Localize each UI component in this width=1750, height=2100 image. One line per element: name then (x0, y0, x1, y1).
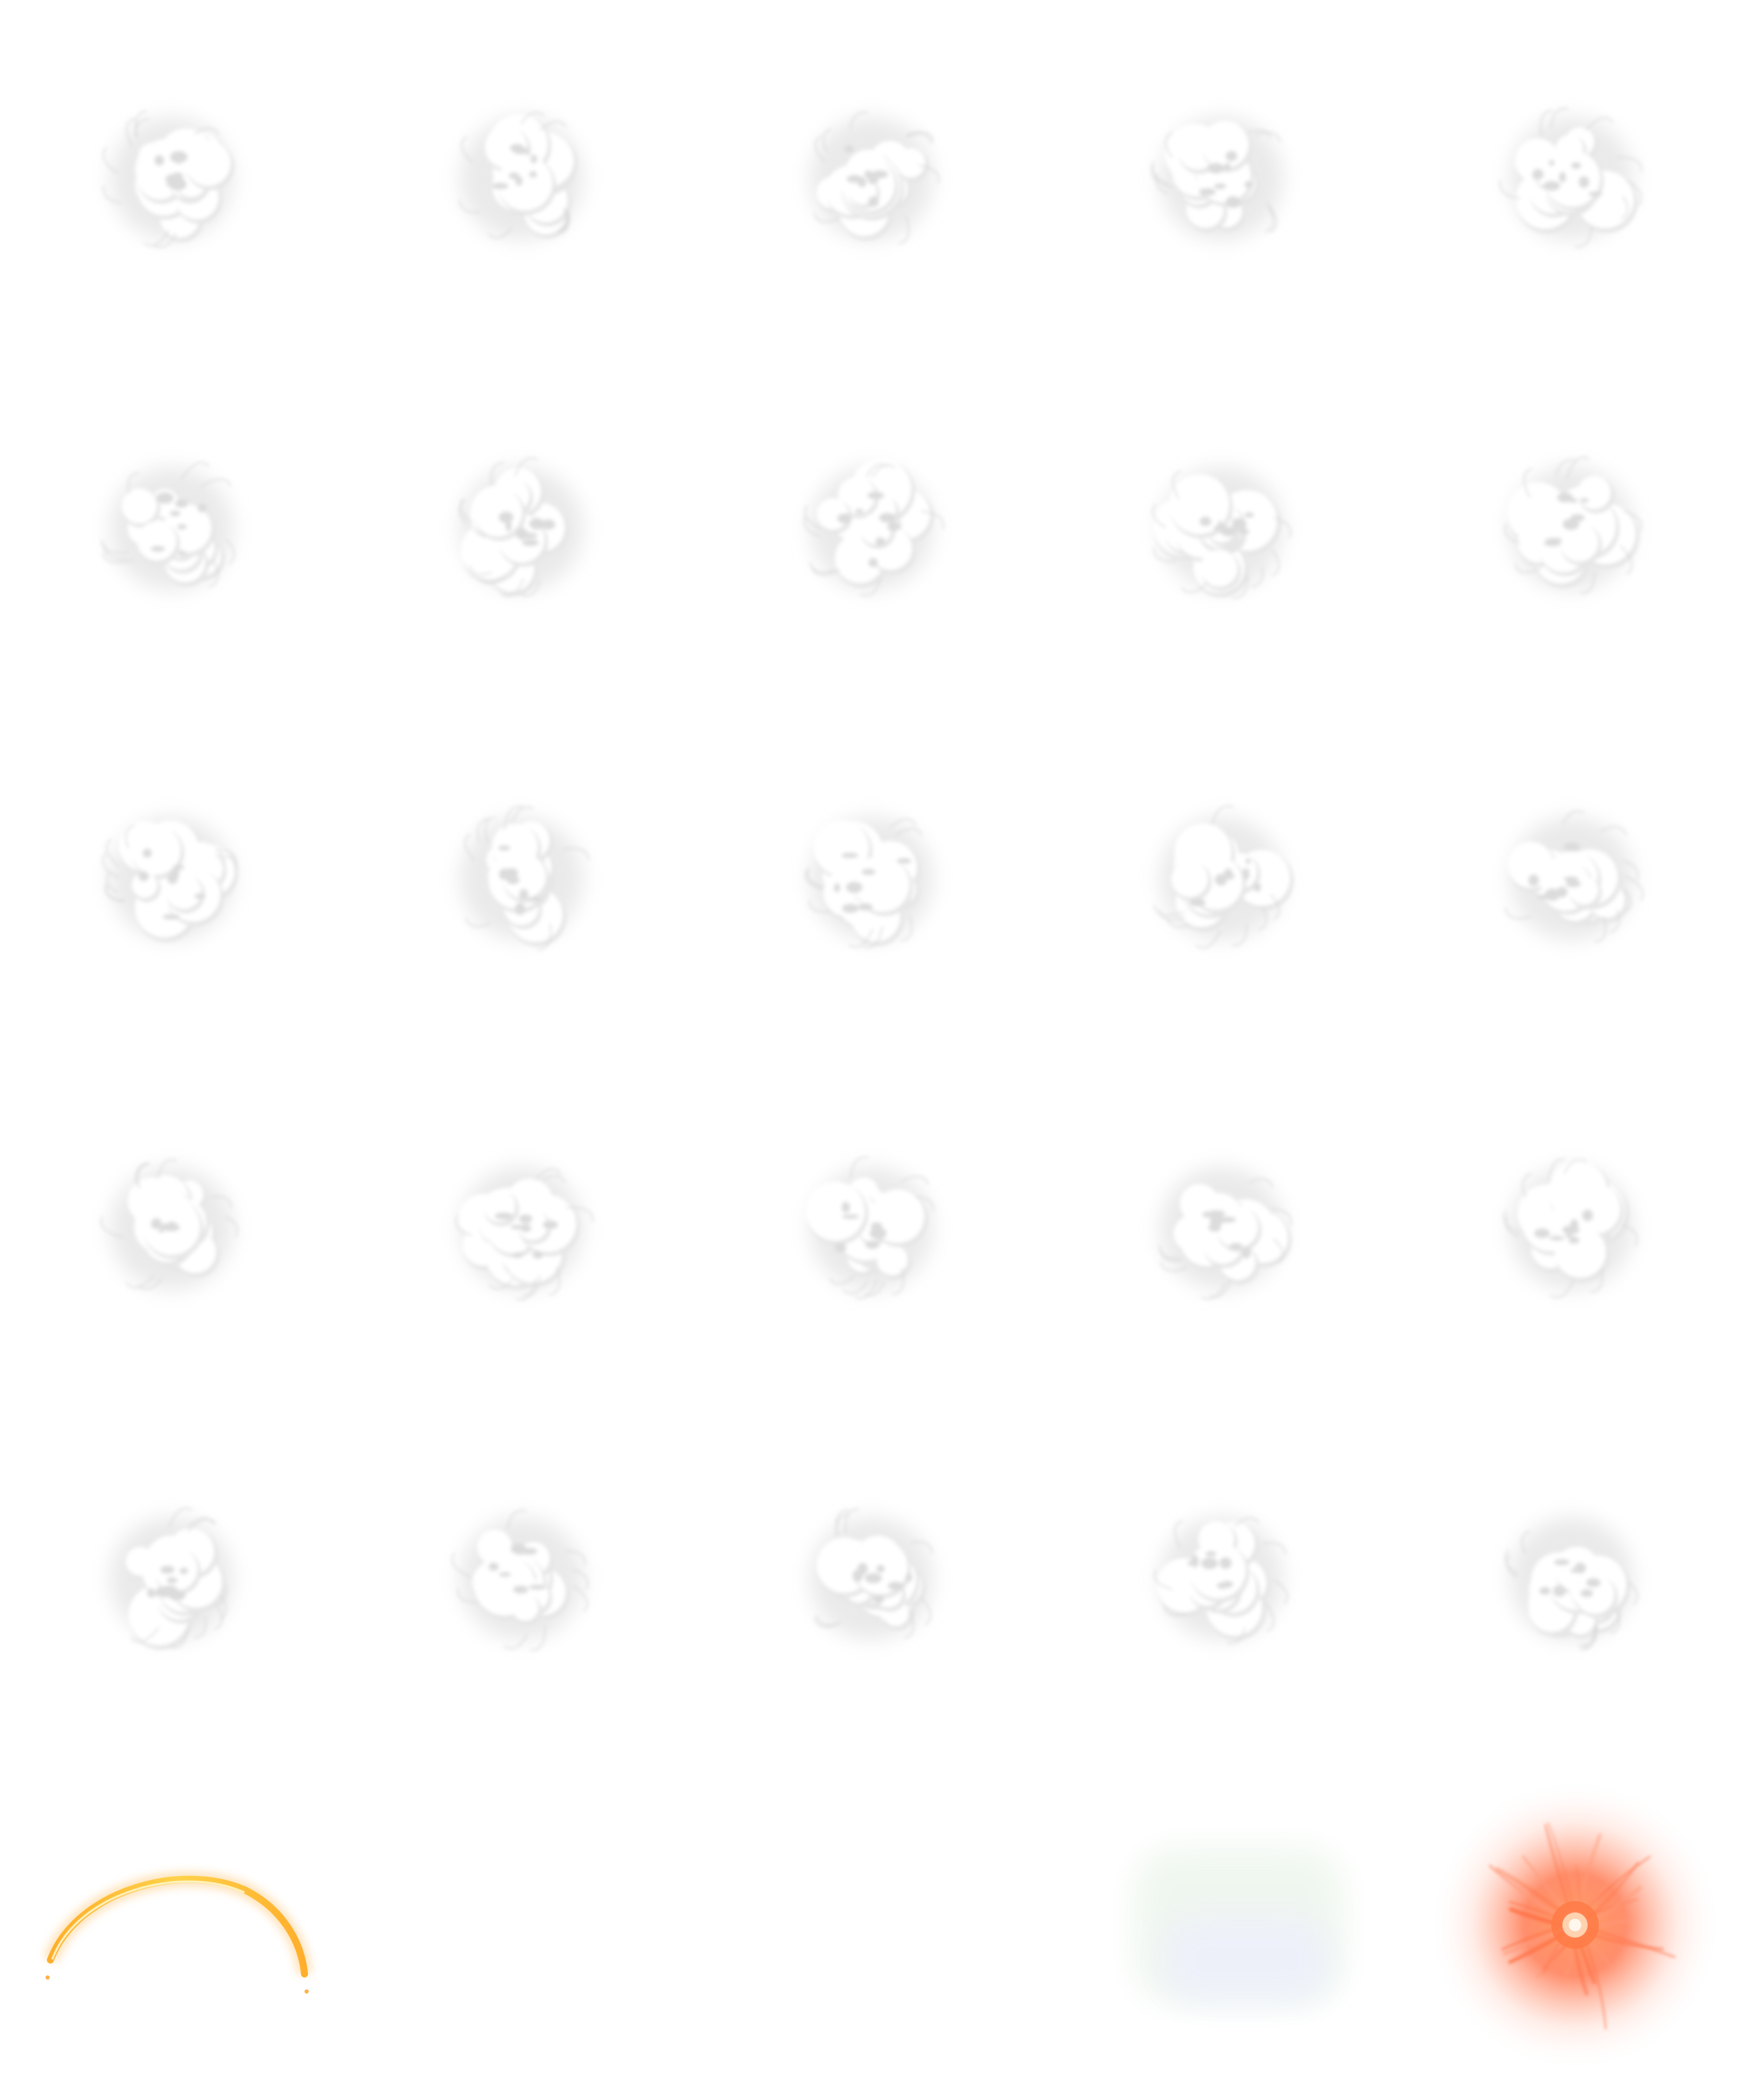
smoke-puff-icon (102, 817, 239, 942)
smoke-puff-icon (102, 110, 234, 248)
smoke-frame (346, 704, 696, 1054)
smoke-frame (0, 1054, 346, 1404)
starburst-ray (1544, 1823, 1572, 1914)
fire-arc-icon (43, 1871, 312, 1994)
fire-arc-sprite (35, 1848, 329, 2002)
smoke-puff-icon (110, 1507, 233, 1650)
smoke-frame (696, 704, 1046, 1054)
starburst-icon (1428, 1778, 1722, 2072)
starburst-ray (1488, 1864, 1564, 1921)
smoke-puff-icon (806, 1156, 934, 1300)
smoke-frame (1046, 354, 1396, 704)
smoke-puff-icon (810, 111, 939, 245)
smoke-frame (346, 1404, 696, 1754)
smoke-frame (1396, 704, 1746, 1054)
smoke-puff-icon (458, 111, 583, 240)
smoke-puff-icon (805, 817, 933, 948)
smoke-puff-icon (1504, 1517, 1638, 1651)
smoke-frame (0, 354, 346, 704)
smoke-frame (0, 1404, 346, 1754)
smoke-puff-icon (458, 457, 583, 597)
smoke-frame (1396, 4, 1746, 354)
smoke-puff-icon (100, 1159, 238, 1290)
smoke-frame (0, 704, 346, 1054)
mist-sprite (1106, 1820, 1372, 2030)
smoke-puff-icon (1152, 467, 1292, 599)
smoke-puff-icon (101, 462, 235, 590)
smoke-frame (696, 354, 1046, 704)
smoke-puff-icon (1154, 805, 1294, 948)
smoke-frame (1046, 1054, 1396, 1404)
smoke-frame (1396, 354, 1746, 704)
smoke-frame (1396, 1404, 1746, 1754)
smoke-puff-icon (804, 458, 944, 596)
smoke-frame (1046, 4, 1396, 354)
smoke-puff-icon (1158, 1167, 1292, 1300)
smoke-frame (696, 1054, 1046, 1404)
smoke-puff-icon (1499, 108, 1642, 248)
starburst-ray (1587, 1927, 1676, 1959)
smoke-puff-icon (810, 1508, 933, 1640)
smoke-frame (1396, 1054, 1746, 1404)
smoke-frame (346, 354, 696, 704)
smoke-puff-icon (1504, 810, 1644, 943)
smoke-puff-icon (460, 806, 589, 951)
smoke-frame (346, 4, 696, 354)
smoke-puff-icon (1154, 1517, 1288, 1644)
smoke-puff-icon (455, 1167, 594, 1301)
smoke-frame (0, 4, 346, 354)
smoke-frame (696, 1404, 1046, 1754)
smoke-puff-icon (451, 1510, 589, 1651)
starburst-ray (1583, 1935, 1607, 2030)
smoke-puff-icon (1151, 117, 1283, 240)
smoke-frame (1046, 704, 1396, 1054)
starburst-ray (1548, 1822, 1575, 1912)
smoke-puff-icon (1503, 1158, 1638, 1298)
mist-icon (1134, 1848, 1344, 2002)
smoke-frame (346, 1054, 696, 1404)
smoke-frame (696, 4, 1046, 354)
smoke-frame (1046, 1404, 1396, 1754)
smoke-puff-icon (1504, 456, 1642, 594)
red-starburst-sprite (1421, 1771, 1729, 2079)
